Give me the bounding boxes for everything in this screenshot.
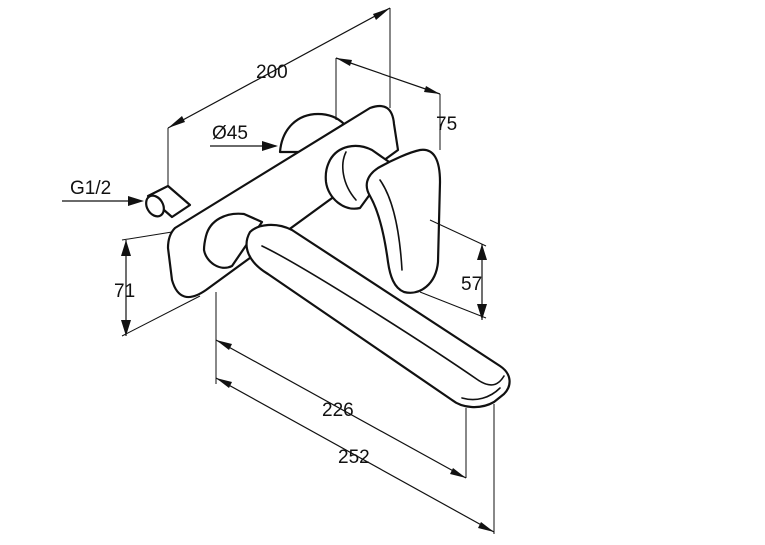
inlet-pipe-end bbox=[145, 194, 165, 218]
extension-lines bbox=[121, 8, 495, 534]
spout-collar bbox=[202, 212, 264, 269]
label-spout-projection: 226 bbox=[322, 400, 354, 421]
label-thread: G1/2 bbox=[70, 178, 111, 199]
dim-line-252 bbox=[215, 377, 495, 533]
label-height-plate: 71 bbox=[114, 281, 135, 302]
spout-outlet bbox=[461, 387, 501, 401]
label-width-total: 200 bbox=[256, 62, 288, 83]
faucet-outline bbox=[145, 104, 511, 409]
round-body bbox=[278, 112, 346, 154]
label-height-handle: 57 bbox=[461, 274, 482, 295]
dimension-labels: 200 75 Ø45 G1/2 71 57 226 252 bbox=[70, 62, 482, 468]
dim-line-75 bbox=[335, 57, 441, 95]
lever-boss-ring bbox=[342, 151, 357, 201]
label-diameter: Ø45 bbox=[212, 123, 248, 144]
dim-line-200 bbox=[167, 7, 391, 129]
label-total-projection: 252 bbox=[338, 447, 370, 468]
dim-line-226 bbox=[215, 339, 467, 479]
dimension-lines bbox=[62, 7, 495, 533]
spout bbox=[245, 223, 511, 409]
spout-top-edge bbox=[261, 245, 505, 386]
lever-handle bbox=[365, 148, 442, 294]
lever-handle-edge bbox=[379, 179, 403, 271]
label-depth-handle: 75 bbox=[436, 114, 457, 135]
